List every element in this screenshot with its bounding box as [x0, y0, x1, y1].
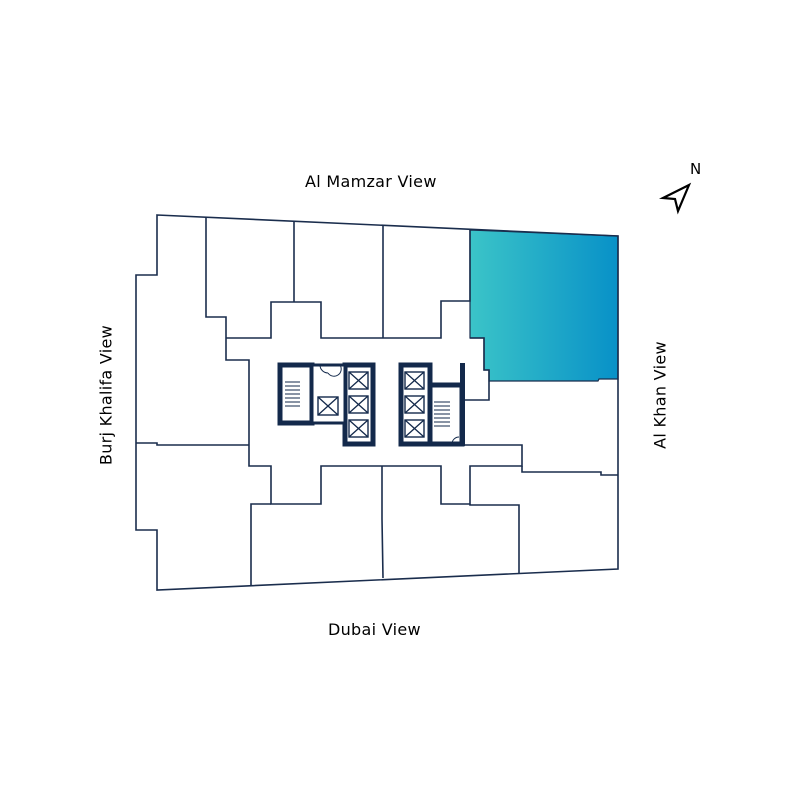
elevator-icon [348, 419, 369, 438]
elevator-icon [404, 395, 425, 414]
highlighted-unit[interactable] [469, 229, 619, 382]
elevator-icons [317, 371, 425, 438]
view-label-west: Burj Khalifa View [96, 324, 116, 466]
door-swing-icon [319, 364, 342, 377]
stair-treads-west [285, 381, 300, 407]
view-label-east: Al Khan View [650, 341, 670, 449]
elevator-icon [348, 395, 369, 414]
elevator-icon [317, 396, 339, 416]
elevator-icon [404, 371, 425, 390]
door-swing-icon [451, 436, 460, 445]
unit-walls [136, 217, 618, 585]
stair-treads-east [434, 401, 450, 427]
view-label-south: Dubai View [328, 620, 421, 639]
north-arrow-icon [658, 182, 692, 215]
view-label-north: Al Mamzar View [305, 172, 437, 191]
compass-north-label: N [690, 160, 702, 178]
elevator-icon [348, 371, 369, 390]
building-core [277, 362, 465, 447]
elevator-icon [404, 419, 425, 438]
floor-outline [135, 214, 619, 591]
